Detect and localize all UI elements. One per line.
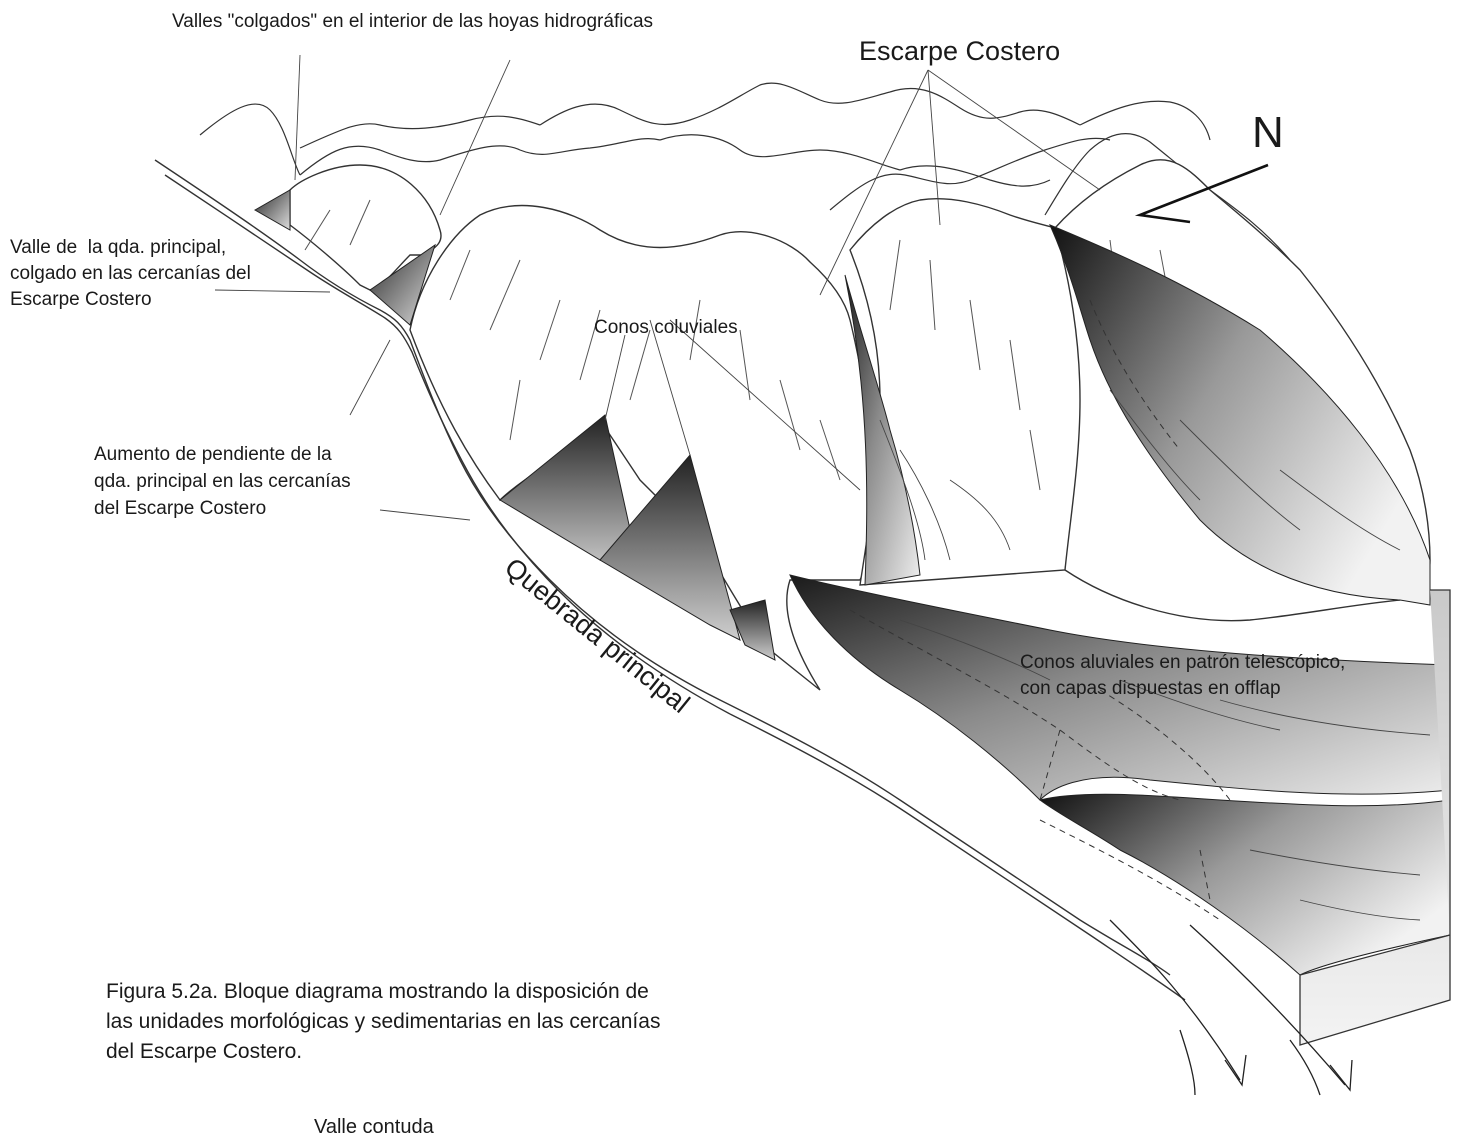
- conos-coluviales-label: Conos coluviales: [594, 316, 738, 339]
- escarpe-label: Escarpe Costero: [859, 36, 1060, 67]
- figure-number: Figura 5.2a.: [106, 980, 218, 1003]
- north-label: N: [1252, 108, 1284, 158]
- aumento-label-line3: del Escarpe Costero: [94, 497, 266, 520]
- valle-label-line1: Valle de la qda. principal,: [10, 236, 226, 259]
- bottom-partial-label: Valle contuda: [314, 1114, 434, 1140]
- aumento-label-line1: Aumento de pendiente de la: [94, 443, 332, 466]
- figure-caption-line1: Figura 5.2a. Bloque diagrama mostrando l…: [106, 977, 649, 1006]
- valle-label-line3: Escarpe Costero: [10, 288, 152, 311]
- figure-caption-line2: las unidades morfológicas y sedimentaria…: [106, 1007, 660, 1036]
- conos-aluviales-label-line1: Conos aluviales en patrón telescópico,: [1020, 651, 1345, 674]
- aumento-label-line2: qda. principal en las cercanías: [94, 470, 351, 493]
- conos-aluviales-label-line2: con capas dispuestas en offlap: [1020, 677, 1281, 700]
- figure-caption-line3: del Escarpe Costero.: [106, 1037, 302, 1066]
- caption-text-1: Bloque diagrama mostrando la disposición…: [218, 980, 649, 1003]
- valle-label-line2: colgado en las cercanías del: [10, 262, 251, 285]
- hanging-valleys-label: Valles "colgados" en el interior de las …: [172, 10, 653, 33]
